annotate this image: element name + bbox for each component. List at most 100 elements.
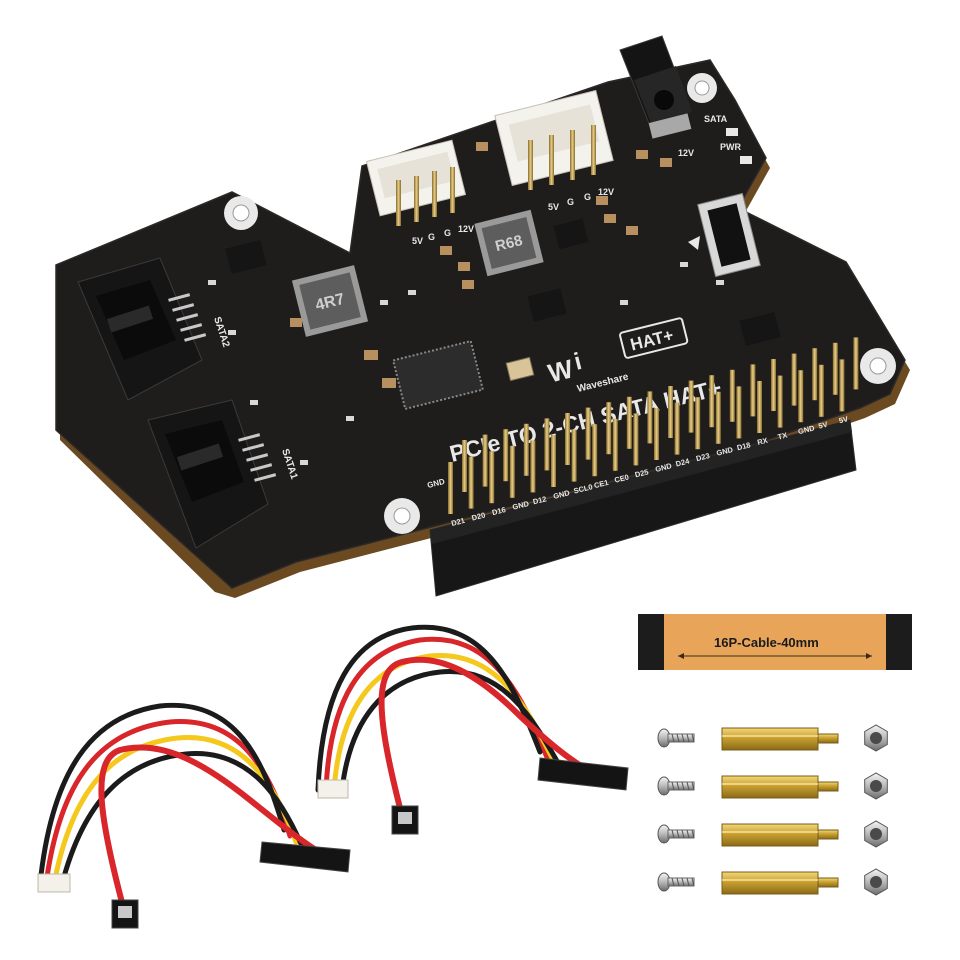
brass-standoff [721, 727, 839, 751]
gpio-pin [736, 386, 742, 439]
mounting-hole [224, 196, 258, 230]
gpio-pin [647, 391, 653, 444]
sata-power-cable-1 [37, 702, 351, 929]
ffc-cable-label: 16P-Cable-40mm [714, 635, 819, 650]
gpio-pin [448, 462, 453, 514]
gpio-pin [668, 386, 673, 438]
gpio-label: GND [654, 461, 673, 474]
gpio-pin [812, 348, 818, 401]
screw [657, 728, 695, 748]
gpio-pin [798, 370, 804, 423]
gpio-pin [832, 342, 838, 395]
gpio-pin [489, 451, 495, 504]
pwr-led-label: PWR [720, 142, 741, 152]
gpio-pin [544, 418, 550, 471]
svg-text:G: G [584, 192, 591, 202]
gpio-pin [585, 407, 591, 460]
svg-text:G: G [444, 228, 451, 238]
gpio-pin [791, 353, 797, 406]
mounting-hole [384, 498, 420, 534]
smd-pads [208, 262, 724, 465]
gpio-label: CE1 [593, 478, 609, 490]
inductor-4r7: 4R7 [291, 265, 369, 337]
screw [657, 872, 695, 892]
gpio-label: D18 [736, 440, 752, 452]
gpio-label: GND [552, 488, 571, 501]
sata-power-cable-2 [315, 624, 629, 835]
svg-text:G: G [428, 232, 435, 242]
gpio-label: SCL0 [573, 482, 594, 495]
gpio-label: GND [716, 445, 735, 458]
gpio-pin [509, 445, 515, 498]
hex-nut [864, 820, 888, 848]
sata-led-label: SATA [704, 114, 728, 124]
gpio-pin [674, 402, 680, 455]
brass-standoff [721, 871, 839, 895]
mounting-hole [860, 348, 896, 384]
gpio-label: 5V [838, 414, 849, 425]
gpio-pin [853, 337, 859, 390]
gpio-label: D16 [491, 505, 507, 517]
gpio-pin [482, 434, 488, 487]
brass-standoff [721, 775, 839, 799]
ic-chip [553, 218, 589, 250]
gpio-side-label: GND [426, 477, 446, 490]
gpio-pin [709, 375, 715, 428]
crystal [505, 356, 535, 382]
gpio-pin [592, 424, 598, 477]
gpio-label: D21 [450, 516, 466, 528]
ic-chip [739, 312, 781, 346]
gpio-pin [468, 456, 474, 509]
led [726, 128, 738, 136]
gpio-pin [688, 380, 694, 433]
gpio-pin [633, 413, 639, 466]
gpio-label: GND [797, 423, 816, 436]
gpio-pin [777, 375, 783, 428]
inductor-r68: R68 [474, 209, 544, 277]
gpio-pin [695, 397, 701, 450]
gpio-pin [750, 364, 756, 417]
smd-components [290, 142, 672, 388]
mounting-hardware [657, 724, 888, 896]
ic-chip [527, 288, 567, 322]
gpio-pin [565, 413, 570, 465]
hex-nut [864, 868, 888, 896]
gpio-label: CE0 [614, 472, 630, 484]
gpio-pin-header [448, 337, 859, 514]
gpio-female-header [429, 419, 857, 597]
screw [657, 776, 695, 796]
dc-power-jack [619, 35, 692, 139]
gpio-label: D12 [532, 494, 548, 506]
sata-connector-2 [77, 257, 207, 401]
gpio-pin [626, 396, 632, 449]
svg-text:G: G [567, 197, 574, 207]
fan-header-right [494, 89, 614, 190]
gpio-pin [503, 429, 509, 482]
fan-header-left [365, 139, 467, 226]
svg-text:12V: 12V [458, 224, 474, 234]
gpio-pin [462, 440, 467, 492]
hex-nut [864, 724, 888, 752]
gpio-label: D20 [471, 510, 487, 522]
gpio-label: TX [777, 430, 788, 441]
gpio-label: D23 [695, 451, 711, 463]
gpio-pin [771, 359, 776, 411]
inductor-label: 4R7 [314, 291, 347, 315]
gpio-label: D24 [675, 456, 691, 468]
gpio-label: 5V [818, 420, 829, 431]
ffc-cable: 16P-Cable-40mm [638, 614, 912, 670]
gpio-label: GND [512, 499, 531, 512]
gpio-pin [654, 408, 659, 460]
gpio-pin [530, 440, 536, 493]
gpio-pin [818, 364, 824, 417]
sata-connector-1 [147, 399, 277, 549]
waveshare-logo: W i [545, 348, 584, 388]
gpio-pin [839, 359, 845, 412]
gpio-pin [523, 423, 529, 476]
ic-chip [225, 240, 267, 274]
brass-standoff [721, 823, 839, 847]
fan-header-pin-labels: 5V G G 12V 5V G G 12V [412, 187, 614, 246]
hat-board: SATA2 SATA1 4R7 R68 [55, 35, 910, 598]
voltage-label: 12V [678, 148, 694, 158]
